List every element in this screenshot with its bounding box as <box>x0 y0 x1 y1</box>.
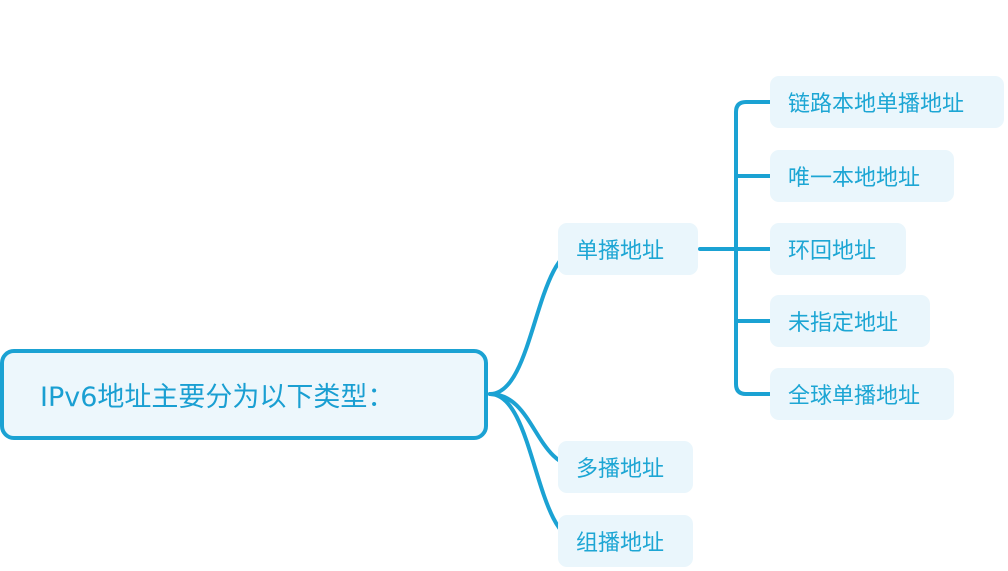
leaf-node-label: 全球单播地址 <box>788 384 921 409</box>
leaf-node-unique-local[interactable]: 唯一本地地址 <box>770 150 954 202</box>
leaf-node-label: 链路本地单播地址 <box>788 92 965 117</box>
root-node[interactable]: IPv6地址主要分为以下类型： <box>0 349 488 440</box>
branch-node-label: 单播地址 <box>576 239 665 264</box>
leaf-node-label: 未指定地址 <box>788 311 899 336</box>
leaf-node-global-unicast[interactable]: 全球单播地址 <box>770 368 954 420</box>
branch-node-multicast[interactable]: 多播地址 <box>558 441 693 493</box>
root-node-label: IPv6地址主要分为以下类型： <box>40 382 395 413</box>
branch-node-label: 多播地址 <box>576 457 665 482</box>
branch-node-label: 组播地址 <box>576 531 665 556</box>
leaf-node-loopback[interactable]: 环回地址 <box>770 223 906 275</box>
branch-node-unicast[interactable]: 单播地址 <box>558 223 698 275</box>
branch-node-groupcast[interactable]: 组播地址 <box>558 515 693 567</box>
leaf-node-link-local-unicast[interactable]: 链路本地单播地址 <box>770 76 1004 128</box>
leaf-node-label: 环回地址 <box>788 239 877 264</box>
leaf-node-label: 唯一本地地址 <box>788 166 921 191</box>
leaf-node-unspecified[interactable]: 未指定地址 <box>770 295 930 347</box>
